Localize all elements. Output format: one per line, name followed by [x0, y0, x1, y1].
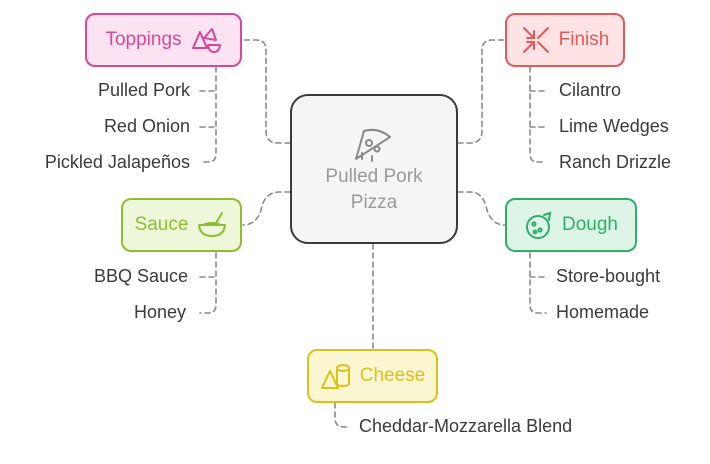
center-node: Pulled Pork Pizza [290, 94, 458, 244]
toppings-item-3: Pickled Jalapeños [44, 152, 190, 172]
finish-item-1: Cilantro [559, 80, 622, 100]
cheese-node[interactable]: Cheese [307, 349, 438, 403]
dough-label: Dough [562, 214, 618, 235]
finish-label: Finish [558, 29, 610, 50]
toppings-label: Toppings [105, 29, 182, 50]
sauce-node[interactable]: Sauce [121, 198, 242, 252]
dough-item-2: Homemade [556, 302, 650, 322]
dough-icon [524, 210, 554, 240]
cheese-item-1: Cheddar-Mozzarella Blend [359, 416, 573, 436]
finish-item-3: Ranch Drizzle [559, 152, 672, 172]
sauce-label: Sauce [134, 214, 189, 235]
center-title-line2: Pizza [350, 192, 398, 213]
toppings-item-1: Pulled Pork [97, 80, 190, 100]
dough-node[interactable]: Dough [505, 198, 637, 252]
bowl-icon [196, 211, 228, 239]
cheese-icon [320, 361, 352, 391]
pizza-slice-icon [352, 123, 396, 163]
cheese-label: Cheese [359, 365, 426, 386]
sauce-item-2: Honey [133, 302, 186, 322]
finish-item-2: Lime Wedges [559, 116, 669, 136]
finish-node[interactable]: Finish [505, 13, 625, 67]
toppings-item-2: Red Onion [103, 116, 190, 136]
toppings-node[interactable]: Toppings [85, 13, 242, 67]
arrows-in-icon [521, 25, 551, 55]
center-title-line1: Pulled Pork [325, 166, 423, 188]
sauce-item-1: BBQ Sauce [93, 266, 188, 286]
dough-item-1: Store-bought [556, 266, 661, 286]
nachos-icon [190, 26, 222, 54]
